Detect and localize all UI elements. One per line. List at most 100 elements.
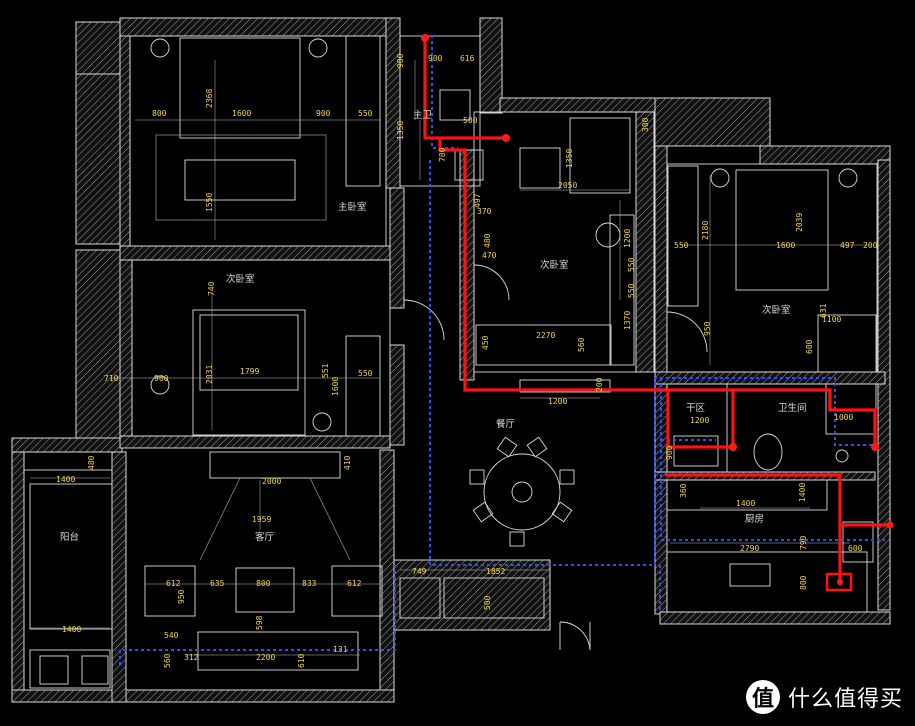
dim-label: 598 xyxy=(255,615,264,630)
dim-label: 960 xyxy=(154,374,169,383)
dim-label: 710 xyxy=(104,374,119,383)
label-master-bath: 主卫 xyxy=(413,109,433,121)
dim-label: 410 xyxy=(343,455,352,470)
dim-label: 800 xyxy=(152,109,167,118)
room-labels: 主卧室 主卫 次卧室 次卧室 次卧室 阳台 客厅 餐厅 干区 卫生间 厨房 xyxy=(60,109,807,543)
dim-label: 900 xyxy=(428,54,443,63)
dim-label: 833 xyxy=(302,579,317,588)
dim-label: 1200 xyxy=(690,416,709,425)
label-bathroom: 卫生间 xyxy=(778,402,807,414)
label-second-bedroom-right: 次卧室 xyxy=(762,304,791,316)
dim-label: 600 xyxy=(805,339,814,354)
dim-label: 450 xyxy=(481,335,490,350)
dim-label: 2790 xyxy=(740,544,759,553)
dim-label: 550 xyxy=(358,369,373,378)
dim-label: 800 xyxy=(256,579,271,588)
dim-label: 470 xyxy=(482,251,497,260)
dim-label: 200 xyxy=(863,241,878,250)
dim-label: 1550 xyxy=(205,193,214,212)
dim-label: 500 xyxy=(483,595,492,610)
dim-label: 2031 xyxy=(205,365,214,384)
label-second-bedroom-mid: 次卧室 xyxy=(540,259,569,271)
dim-label: 550 xyxy=(358,109,373,118)
dim-label: 480 xyxy=(87,455,96,470)
logo-badge: 值 xyxy=(745,680,780,714)
dim-label: 900 xyxy=(316,109,331,118)
cold-water-pipes xyxy=(119,35,885,665)
dim-label: 312 xyxy=(184,653,199,662)
pipe-terminals xyxy=(421,34,894,585)
dim-label: 550 xyxy=(674,241,689,250)
dim-label: 560 xyxy=(163,653,172,668)
dim-label: 600 xyxy=(848,544,863,553)
dim-label: 635 xyxy=(210,579,225,588)
dim-label: 131 xyxy=(333,645,348,654)
dim-label: 560 xyxy=(577,337,586,352)
dim-label: 631 xyxy=(819,303,828,318)
dim-label: 497 xyxy=(473,193,482,208)
dim-label: 1350 xyxy=(396,121,405,140)
dim-label: 1000 xyxy=(834,413,853,422)
label-balcony: 阳台 xyxy=(60,531,79,543)
site-logo: 值 什么值得买 xyxy=(745,680,903,714)
dim-label: 360 xyxy=(679,483,688,498)
label-master-bedroom: 主卧室 xyxy=(338,201,367,213)
dim-label: 370 xyxy=(477,207,492,216)
dim-label: 1200 xyxy=(623,229,632,248)
dim-label: 2050 xyxy=(558,181,577,190)
dim-label: 1600 xyxy=(776,241,795,250)
dim-label: 1400 xyxy=(62,625,81,634)
dim-label: 1400 xyxy=(798,483,807,502)
dim-label: 1959 xyxy=(252,515,271,524)
dim-label: 1600 xyxy=(331,377,340,396)
dim-label: 2039 xyxy=(795,213,804,232)
dim-label: 900 xyxy=(396,53,405,68)
dim-label: 950 xyxy=(703,321,712,336)
dim-label: 1400 xyxy=(56,475,75,484)
dim-label: 1799 xyxy=(240,367,259,376)
dim-label: 1100 xyxy=(822,315,841,324)
dim-label: 497 xyxy=(840,241,855,250)
dim-label: 612 xyxy=(347,579,362,588)
dim-label: 749 xyxy=(412,567,427,576)
dim-label: 1370 xyxy=(623,311,632,330)
dim-label: 540 xyxy=(164,631,179,640)
dim-label: 2270 xyxy=(536,331,555,340)
walls xyxy=(11,17,891,703)
dim-label: 550 xyxy=(627,283,636,298)
dim-label: 1852 xyxy=(486,567,505,576)
dim-label: 900 xyxy=(665,445,674,460)
dim-label: 800 xyxy=(799,575,808,590)
dim-label: 2000 xyxy=(262,477,281,486)
dim-label: 1200 xyxy=(548,397,567,406)
dim-label: 2180 xyxy=(701,221,710,240)
dim-label: 200 xyxy=(595,377,604,392)
dimension-lines xyxy=(30,60,870,656)
dim-label: 1400 xyxy=(736,499,755,508)
label-dry-zone: 干区 xyxy=(686,403,706,414)
dim-label: 950 xyxy=(177,589,186,604)
dim-label: 480 xyxy=(483,233,492,248)
dim-label: 550 xyxy=(627,257,636,272)
dim-label: 780 xyxy=(438,147,447,162)
dim-label: 610 xyxy=(297,653,306,668)
label-second-bedroom-left: 次卧室 xyxy=(226,273,255,285)
dim-label: 740 xyxy=(207,281,216,296)
dim-label: 2368 xyxy=(205,89,214,108)
furniture xyxy=(23,35,878,689)
dim-label: 551 xyxy=(321,363,330,378)
dim-label: 790 xyxy=(799,535,808,550)
dim-label: 1350 xyxy=(565,149,574,168)
dim-label: 500 xyxy=(463,116,478,125)
logo-brand-text: 什么值得买 xyxy=(787,687,903,712)
dim-label: 300 xyxy=(641,117,650,132)
dim-label: 612 xyxy=(166,579,181,588)
label-dining-room: 餐厅 xyxy=(496,418,516,430)
label-kitchen: 厨房 xyxy=(745,513,764,525)
dim-label: 1600 xyxy=(232,109,251,118)
dimension-labels: 900 616 900 1350 780 500 800 1600 900 55… xyxy=(56,53,878,668)
dim-label: 2200 xyxy=(256,653,275,662)
dim-label: 616 xyxy=(460,54,475,63)
hot-water-pipes xyxy=(423,38,890,592)
